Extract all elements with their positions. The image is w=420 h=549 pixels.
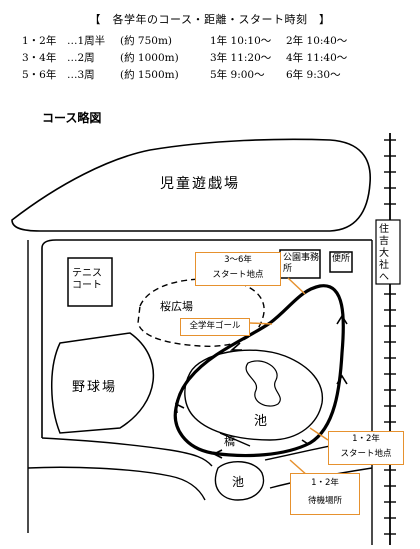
pond-main — [184, 349, 324, 441]
pond-island — [245, 360, 281, 407]
pond-label: 池 — [254, 414, 268, 429]
sakura-label: 桜広場 — [160, 300, 193, 313]
bridge — [219, 432, 251, 447]
callout-line: スタート地点 — [340, 449, 392, 459]
start-time-text: 5年 9:00〜 — [210, 69, 265, 81]
course-map: 児童遊戯場 テニスコート 桜広場 野球場 公園事務所 便所 池 橋 池 住吉大社… — [0, 128, 420, 545]
page-title: 【 各学年のコース・距離・スタート時刻 】 — [89, 13, 331, 26]
callout-line: スタート地点 — [212, 270, 264, 280]
toilet-label: 便所 — [332, 254, 351, 264]
callout-line: 待機場所 — [307, 496, 342, 506]
park-boundary — [41, 239, 372, 249]
grades-text: 1・2年 — [22, 35, 57, 47]
laps-text: …1周半 — [67, 35, 106, 47]
start-time-text: 4年 11:40〜 — [286, 52, 348, 64]
baseball-label: 野球場 — [72, 380, 118, 395]
callout-line: 3〜6年 — [224, 255, 252, 265]
baseball-field — [51, 332, 155, 434]
sakura-area — [137, 278, 265, 347]
laps-text: …2周 — [67, 52, 95, 64]
start-time-text: 1年 10:10〜 — [210, 35, 272, 47]
grades-text: 5・6年 — [22, 69, 57, 81]
pond-small — [214, 461, 265, 501]
road-label: 住吉大社へ — [379, 224, 389, 283]
direction-arrows — [175, 314, 348, 459]
callout-line: 1・2年 — [311, 478, 339, 488]
start-time-text: 2年 10:40〜 — [286, 35, 348, 47]
map-heading: コース略図 — [42, 111, 102, 125]
distance-text: (約 750m) — [120, 35, 173, 47]
toilet-building — [329, 251, 353, 273]
callout-start-3-6: 3〜6年 スタート地点 — [195, 252, 281, 286]
small-pond-label: 池 — [232, 475, 245, 489]
map-drawing — [11, 133, 401, 545]
playground-label: 児童遊戯場 — [160, 176, 240, 192]
laps-text: …3周 — [67, 69, 95, 81]
callout-line: 1・2年 — [352, 434, 380, 444]
course-route — [173, 284, 345, 458]
callout-wait-1-2: 1・2年 待機場所 — [290, 473, 360, 515]
tennis-label: テニスコート — [72, 268, 102, 291]
distance-text: (約 1000m) — [120, 52, 179, 64]
path-line — [41, 437, 213, 467]
start-time-text: 6年 9:30〜 — [286, 69, 341, 81]
start-time-text: 3年 11:20〜 — [210, 52, 272, 64]
path-line — [27, 466, 206, 501]
bridge-label: 橋 — [224, 435, 235, 448]
office-label: 公園事務所 — [283, 253, 320, 274]
callout-start-1-2: 1・2年 スタート地点 — [328, 431, 404, 465]
road-label-box — [375, 219, 401, 285]
playground-outline — [11, 138, 371, 232]
grades-text: 3・4年 — [22, 52, 57, 64]
tennis-court — [67, 257, 113, 307]
callout-goal: 全学年ゴール — [180, 318, 250, 336]
distance-text: (約 1500m) — [120, 69, 179, 81]
